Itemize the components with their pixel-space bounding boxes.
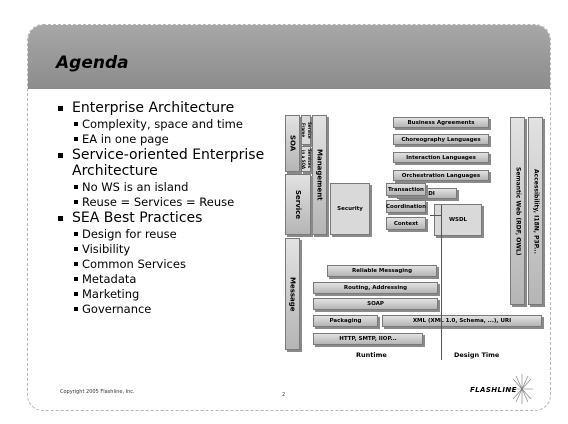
title-bar: [28, 25, 550, 91]
sub-bullet-item: Complexity, space and time: [57, 117, 282, 132]
http-box: HTTP, SMTP, IIOP...: [313, 333, 423, 345]
bullet-square-icon: [74, 277, 78, 281]
connector-line: [430, 215, 442, 216]
bullet-square-icon: [74, 185, 78, 189]
soap-box: SOAP: [313, 298, 438, 310]
service-box: Service: [285, 174, 311, 235]
wsdl-box: WSDL: [434, 204, 482, 236]
bullet-square-icon: [74, 307, 78, 311]
semantic-web-box: Semantic Web (RDF, OWL): [510, 117, 525, 305]
message-box: Message: [285, 238, 300, 350]
sub-bullet-item: Metadata: [57, 272, 282, 287]
transaction-box: Transaction: [386, 183, 426, 196]
bullet-square-icon: [58, 153, 63, 158]
management-box: Management: [312, 115, 327, 235]
bullet-square-icon: [58, 106, 63, 111]
sub-bullet-item: Common Services: [57, 257, 282, 272]
bullet-square-icon: [74, 200, 78, 204]
bullet-list: Enterprise Architecture Complexity, spac…: [57, 100, 282, 317]
ws-stack-diagram: SOA Service Frame Services in a SOA Mana…: [285, 115, 545, 360]
bullet-square-icon: [74, 232, 78, 236]
soa-box: SOA: [285, 115, 300, 172]
bullet-square-icon: [58, 216, 63, 221]
sub-bullet-item: Visibility: [57, 242, 282, 257]
services-in-soa-box: Services in a SOA: [301, 146, 312, 172]
bullet-square-icon: [74, 247, 78, 251]
sub-bullet-item: Marketing: [57, 287, 282, 302]
bullet-square-icon: [74, 262, 78, 266]
sub-bullet-item: No WS is an island: [57, 180, 282, 195]
xml-box: XML (XML 1.0, Schema, ...), URI: [382, 315, 542, 327]
flashline-star-icon: [508, 374, 533, 404]
reliable-messaging-box: Reliable Messaging: [327, 265, 437, 277]
bullet-square-icon: [74, 137, 78, 141]
sub-bullet-item: EA in one page: [57, 132, 282, 147]
runtime-label: Runtime: [356, 351, 387, 359]
title-bar-divider: [28, 89, 550, 91]
flashline-logo: FLASHLINE: [470, 386, 517, 394]
sub-bullet-item: Governance: [57, 302, 282, 317]
design-time-label: Design Time: [454, 351, 500, 359]
packaging-box: Packaging: [313, 315, 378, 327]
bullet-square-icon: [74, 122, 78, 126]
coordination-box: Coordination: [386, 200, 426, 213]
routing-box: Routing, Addressing: [313, 282, 438, 294]
bullet-square-icon: [74, 292, 78, 296]
sub-bullet-item: Reuse = Services = Reuse: [57, 195, 282, 210]
bullet-item: SEA Best Practices: [57, 210, 282, 226]
slide-title: Agenda: [56, 53, 129, 73]
bullet-item: Enterprise Architecture: [57, 100, 282, 116]
runtime-divider: [441, 205, 442, 360]
bullet-item: Service-oriented Enterprise Architecture: [57, 147, 282, 179]
copyright-text: Copyright 2005 Flashline, Inc.: [60, 389, 135, 395]
page-number: 2: [282, 392, 286, 398]
context-box: Context: [386, 217, 426, 230]
orchestration-box: Orchestration Languages: [393, 170, 489, 181]
business-agreements-box: Business Agreements: [393, 117, 489, 128]
service-frame-box: Service Frame: [301, 115, 312, 145]
accessibility-box: Accessibility, I18N, P3P...: [528, 117, 543, 305]
interaction-box: Interaction Languages: [393, 152, 489, 163]
security-box: Security: [330, 183, 370, 235]
choreography-box: Choreography Languages: [393, 134, 489, 145]
sub-bullet-item: Design for reuse: [57, 227, 282, 242]
